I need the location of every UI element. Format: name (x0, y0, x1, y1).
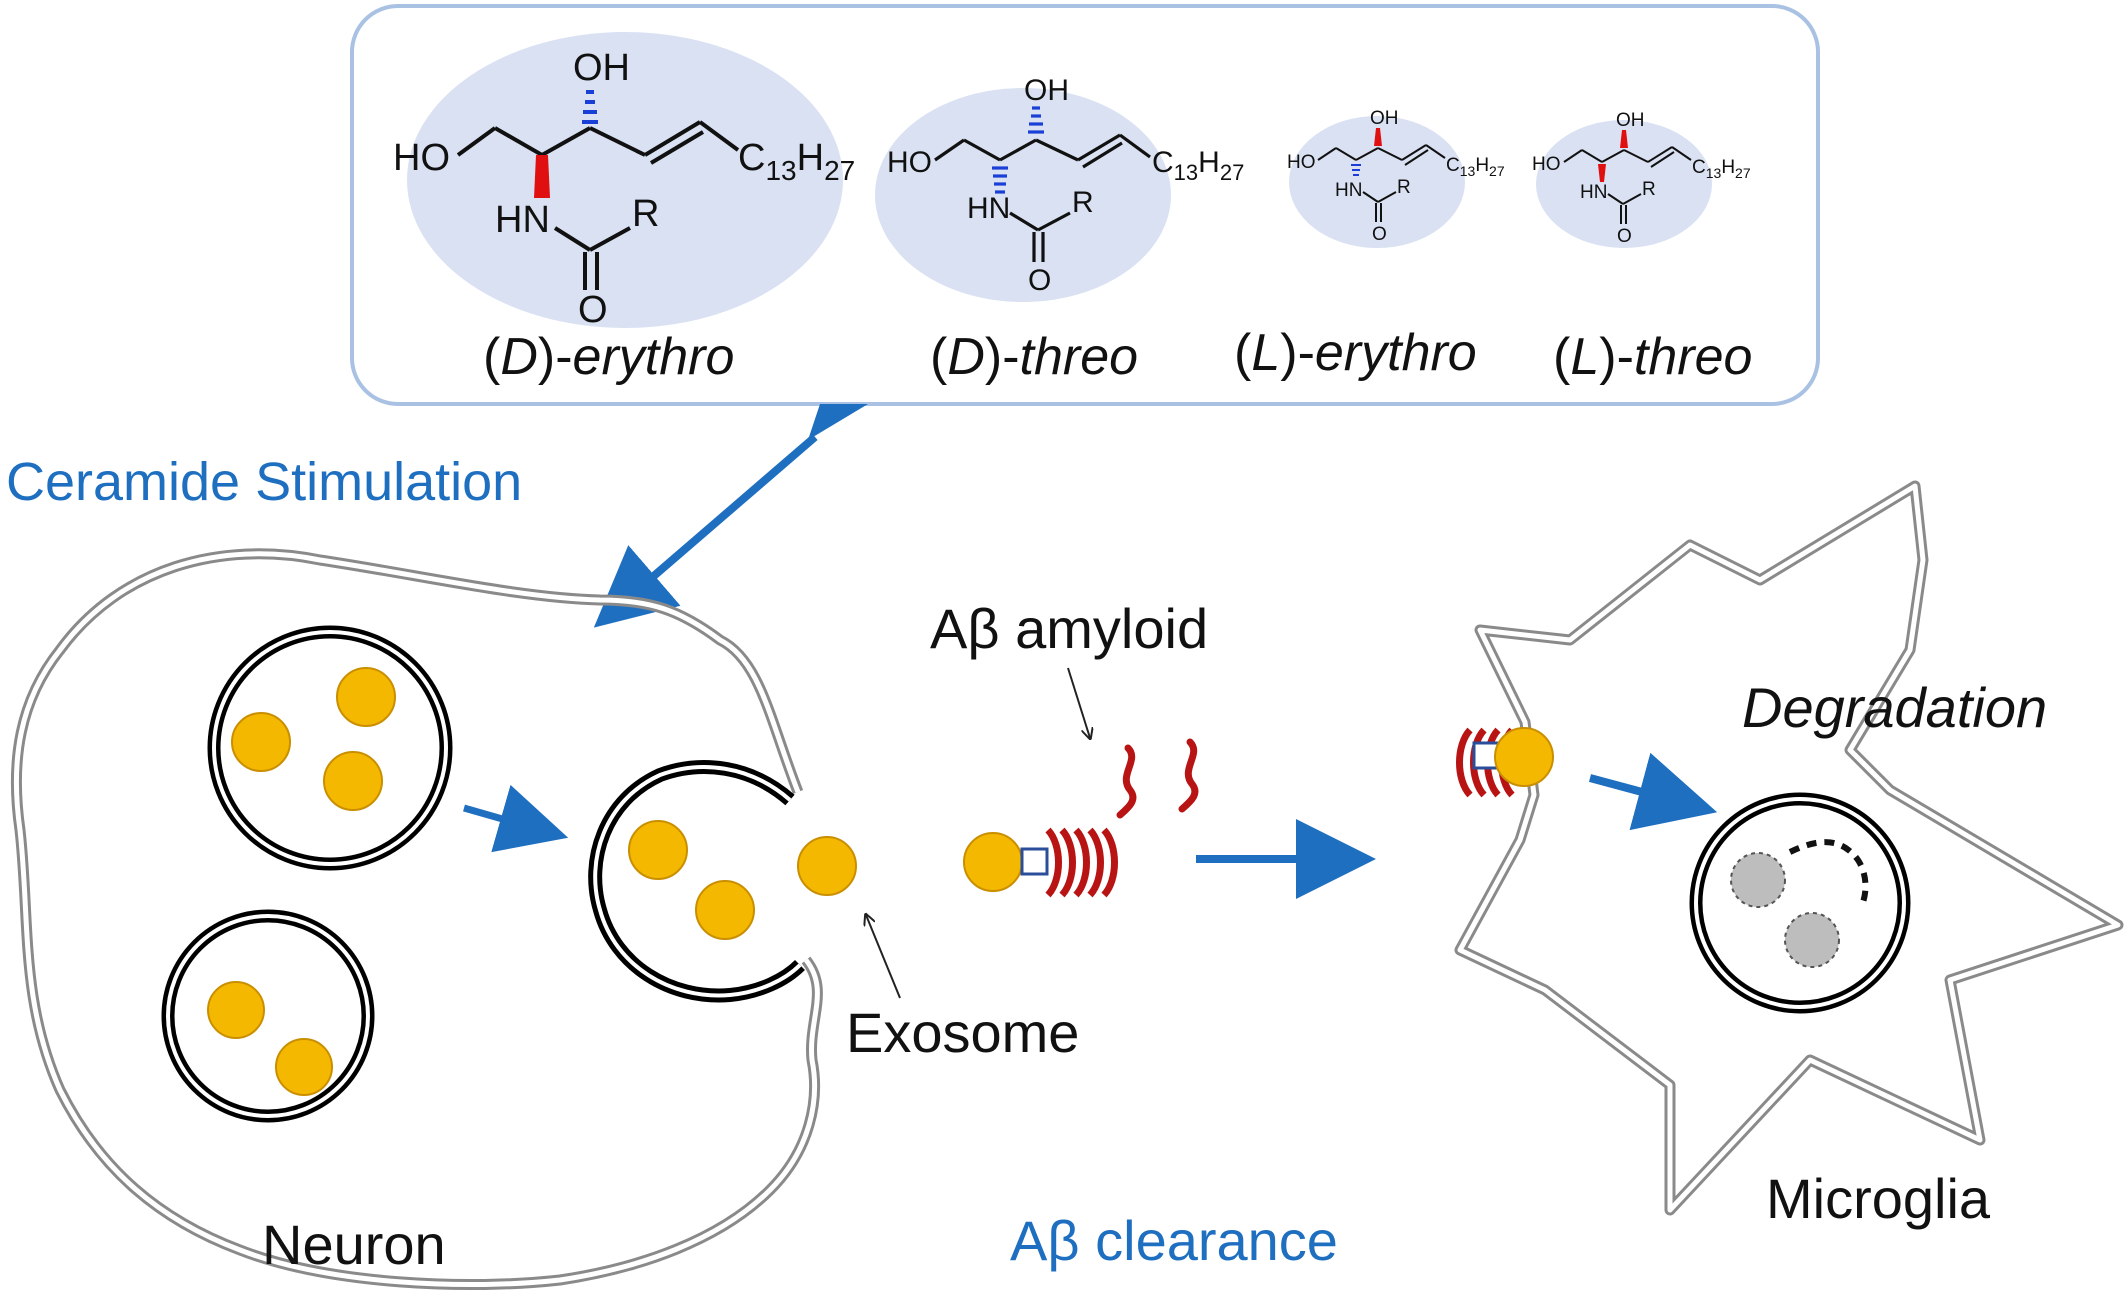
ho-label: HO (887, 146, 932, 179)
wedge-bond (1374, 128, 1382, 146)
molecule-d-threo: OH HO HN R O C13H27 (875, 74, 1244, 302)
stereoisomer-panel: OH HO HN R O C13H27 (350, 4, 1820, 406)
r-label: R (1072, 186, 1094, 219)
exosome-pointer (866, 915, 901, 999)
hn-label: HN (1580, 182, 1607, 203)
exosome-vesicle (323, 751, 383, 811)
ab-amyloid-label: Aβ amyloid (930, 597, 1208, 660)
ho-label: HO (393, 137, 450, 179)
chain-label: C13H27 (1692, 157, 1751, 181)
chain-label: C13H27 (1152, 146, 1244, 185)
hn-label: HN (495, 199, 550, 241)
caption-l-erythro: (L)-erythro (1234, 324, 1477, 382)
oh-label: OH (573, 47, 630, 89)
caption-d-threo: (D)-threo (930, 328, 1138, 386)
molecule-d-erythro: OH HO HN R O C13H27 (393, 32, 855, 331)
oh-label: OH (1024, 74, 1069, 107)
r-label: R (1642, 179, 1656, 200)
wedge-bond (534, 155, 550, 198)
ab-clearance-label: Aβ clearance (1010, 1209, 1338, 1272)
hn-label: HN (967, 192, 1010, 225)
free-amyloid-fibril (1116, 744, 1137, 819)
ceramide-linker (1020, 847, 1049, 876)
exosome-vesicle (231, 712, 291, 772)
r-label: R (632, 193, 659, 235)
exosome-amyloid-complex (963, 827, 1118, 898)
chain-label: C13H27 (738, 137, 855, 186)
o-label: O (1617, 226, 1632, 247)
uptake-arrow (1588, 752, 1718, 831)
exosome-vesicle (275, 1038, 333, 1096)
ceramide-stimulation-label: Ceramide Stimulation (6, 452, 522, 512)
ho-label: HO (1532, 154, 1561, 175)
neuron-cell: Neuron (10, 548, 823, 1291)
exosome-vesicle (628, 820, 688, 880)
microglia-cell: Degradation Microglia (1454, 480, 2124, 1230)
wedge-bond (1620, 130, 1628, 148)
ho-label: HO (1287, 152, 1316, 173)
amyloid-pointer (1067, 667, 1090, 738)
molecule-halo (407, 32, 843, 328)
microglia-label: Microglia (1766, 1167, 1991, 1230)
o-label: O (1028, 264, 1051, 297)
oh-label: OH (1616, 110, 1645, 131)
callout-wedge (808, 404, 868, 440)
hash-bond (1351, 164, 1361, 176)
caption-d-erythro: (D)-erythro (483, 328, 734, 386)
exosome-label: Exosome (846, 1001, 1079, 1064)
oh-label: OH (1370, 108, 1399, 129)
wedge-bond (1598, 164, 1606, 182)
o-label: O (1372, 224, 1387, 245)
r-label: R (1397, 177, 1411, 198)
molecule-l-erythro: OH HO HN R O C13H27 (1287, 108, 1505, 248)
hash-bond (1028, 106, 1044, 134)
molecule-l-threo: OH HO HN R O C13H27 (1532, 110, 1751, 248)
lysosome (1689, 792, 1911, 1014)
caption-l-threo: (L)-threo (1553, 328, 1752, 386)
exosome-vesicle (336, 667, 396, 727)
stimulation-arrow (593, 433, 818, 628)
free-amyloid-fibril (1178, 738, 1199, 813)
microglia-membrane (1454, 480, 2124, 1216)
hash-bond (992, 166, 1008, 194)
fusing-mvb (588, 760, 805, 1003)
multivesicular-body (207, 625, 453, 871)
exosome-vesicle (963, 832, 1023, 892)
degraded-exosome (1730, 852, 1786, 908)
neuron-label: Neuron (262, 1213, 446, 1276)
mvb-transport-arrow (463, 784, 569, 853)
exosome-vesicle (1494, 727, 1554, 787)
degraded-amyloid (1788, 839, 1869, 907)
degradation-label: Degradation (1742, 676, 2047, 739)
hash-bond (582, 90, 598, 124)
molecule-halo (875, 88, 1171, 302)
chain-label: C13H27 (1446, 155, 1505, 179)
o-label: O (578, 289, 608, 331)
multivesicular-body (161, 909, 375, 1123)
exosome-amyloid-complex (1456, 727, 1554, 798)
released-exosome (797, 836, 857, 896)
degraded-exosome (1784, 912, 1840, 968)
exosome-vesicle (207, 981, 265, 1039)
hn-label: HN (1335, 180, 1362, 201)
exosome-vesicle (695, 880, 755, 940)
